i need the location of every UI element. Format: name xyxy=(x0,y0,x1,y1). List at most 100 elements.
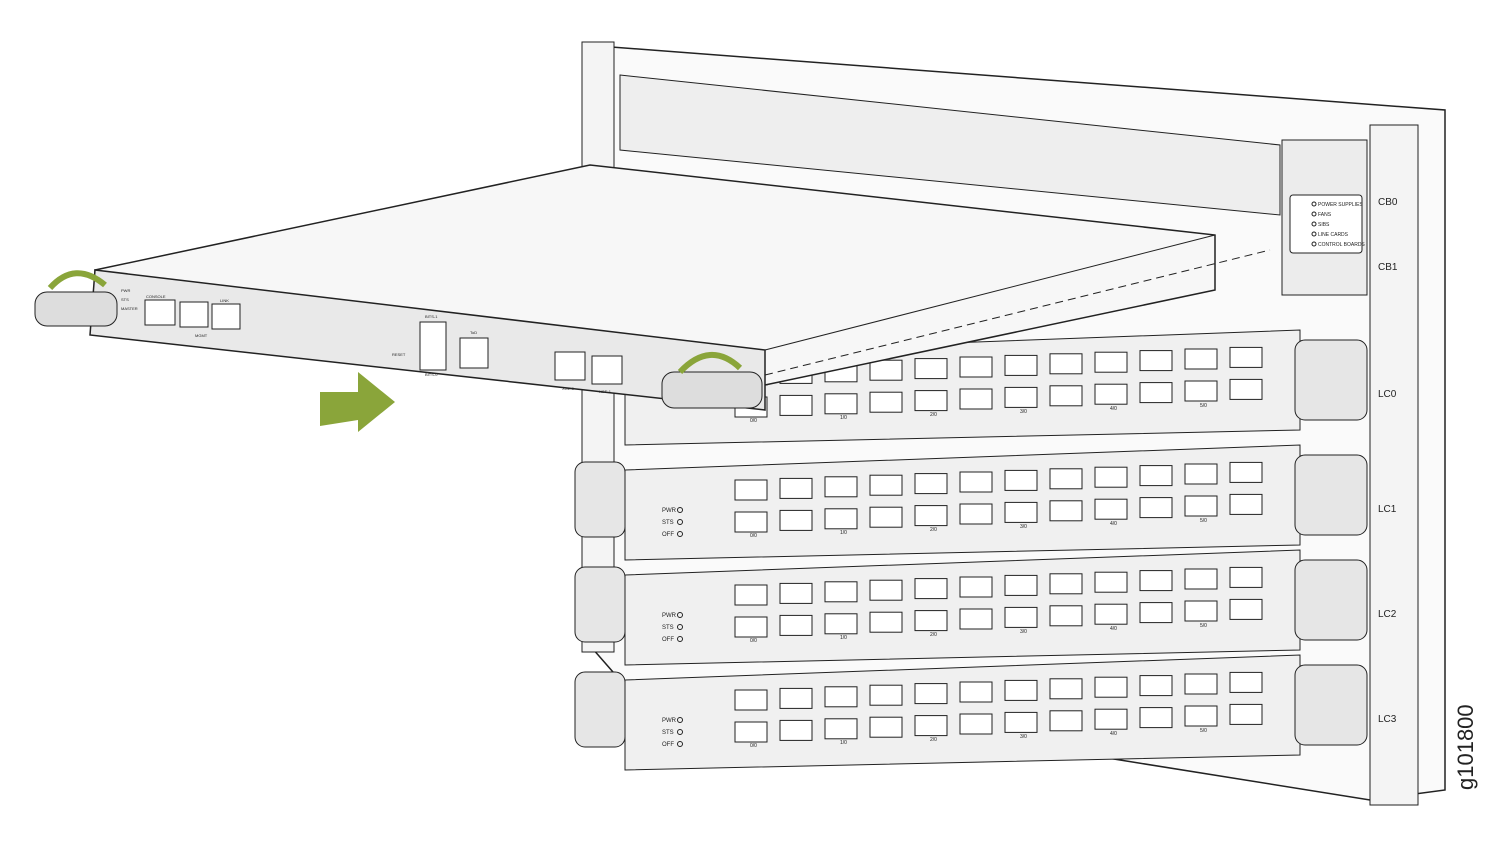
qsfp-port[interactable] xyxy=(779,477,813,499)
qsfp-port[interactable] xyxy=(869,716,903,738)
qsfp-port[interactable] xyxy=(1229,461,1263,483)
line-card-left-handle[interactable] xyxy=(574,461,626,538)
qsfp-port[interactable] xyxy=(959,503,993,525)
qsfp-port[interactable] xyxy=(1094,571,1128,593)
qsfp-port[interactable] xyxy=(914,473,948,495)
qsfp-port[interactable] xyxy=(869,474,903,496)
qsfp-port[interactable] xyxy=(1049,468,1083,490)
qsfp-port[interactable] xyxy=(1184,380,1218,402)
line-card-right-handle[interactable] xyxy=(1294,339,1368,421)
qsfp-port[interactable] xyxy=(734,616,768,638)
qsfp-port[interactable] xyxy=(1229,598,1263,620)
qsfp-port[interactable] xyxy=(1094,351,1128,373)
qsfp-port[interactable] xyxy=(1004,469,1038,491)
qsfp-port[interactable] xyxy=(914,683,948,705)
qsfp-port[interactable] xyxy=(1229,671,1263,693)
qsfp-port[interactable] xyxy=(1094,603,1128,625)
qsfp-port[interactable] xyxy=(1229,378,1263,400)
qsfp-port[interactable] xyxy=(869,611,903,633)
qsfp-port[interactable] xyxy=(959,608,993,630)
qsfp-port[interactable] xyxy=(914,390,948,412)
qsfp-port[interactable] xyxy=(1139,497,1173,519)
qsfp-port[interactable] xyxy=(1094,708,1128,730)
line-card-right-handle[interactable] xyxy=(1294,454,1368,536)
qsfp-port[interactable] xyxy=(824,476,858,498)
qsfp-port[interactable] xyxy=(1229,346,1263,368)
qsfp-port[interactable] xyxy=(824,508,858,530)
qsfp-port[interactable] xyxy=(734,479,768,501)
qsfp-port[interactable] xyxy=(1184,568,1218,590)
qsfp-port[interactable] xyxy=(914,610,948,632)
qsfp-port[interactable] xyxy=(1094,676,1128,698)
qsfp-port[interactable] xyxy=(1004,574,1038,596)
line-card-right-handle[interactable] xyxy=(1294,559,1368,641)
qsfp-port[interactable] xyxy=(1184,495,1218,517)
qsfp-port[interactable] xyxy=(779,394,813,416)
qsfp-port[interactable] xyxy=(1184,705,1218,727)
qsfp-port[interactable] xyxy=(1094,466,1128,488)
qsfp-port[interactable] xyxy=(1139,675,1173,697)
qsfp-port[interactable] xyxy=(779,719,813,741)
qsfp-port[interactable] xyxy=(1049,678,1083,700)
qsfp-port[interactable] xyxy=(1229,703,1263,725)
qsfp-port[interactable] xyxy=(1094,498,1128,520)
qsfp-port[interactable] xyxy=(779,687,813,709)
qsfp-port[interactable] xyxy=(1229,493,1263,515)
qsfp-port[interactable] xyxy=(1004,354,1038,376)
qsfp-port[interactable] xyxy=(1049,500,1083,522)
right-ejector-handle[interactable] xyxy=(661,371,763,409)
qsfp-port[interactable] xyxy=(869,391,903,413)
qsfp-port[interactable] xyxy=(1139,602,1173,624)
qsfp-port[interactable] xyxy=(734,689,768,711)
qsfp-port[interactable] xyxy=(779,614,813,636)
qsfp-port[interactable] xyxy=(1004,386,1038,408)
qsfp-port[interactable] xyxy=(914,358,948,380)
qsfp-port[interactable] xyxy=(824,613,858,635)
qsfp-port[interactable] xyxy=(734,721,768,743)
qsfp-port[interactable] xyxy=(959,471,993,493)
qsfp-port[interactable] xyxy=(959,576,993,598)
qsfp-port[interactable] xyxy=(869,359,903,381)
qsfp-port[interactable] xyxy=(1139,350,1173,372)
qsfp-port[interactable] xyxy=(1139,465,1173,487)
qsfp-port[interactable] xyxy=(1139,707,1173,729)
qsfp-port[interactable] xyxy=(959,356,993,378)
qsfp-port[interactable] xyxy=(959,388,993,410)
qsfp-port[interactable] xyxy=(1184,673,1218,695)
qsfp-port[interactable] xyxy=(914,505,948,527)
qsfp-port[interactable] xyxy=(824,686,858,708)
qsfp-port[interactable] xyxy=(1184,463,1218,485)
qsfp-port[interactable] xyxy=(1004,711,1038,733)
left-ejector-handle[interactable] xyxy=(34,291,118,327)
line-card-left-handle[interactable] xyxy=(574,566,626,643)
qsfp-port[interactable] xyxy=(869,506,903,528)
qsfp-port[interactable] xyxy=(1049,385,1083,407)
line-card-right-handle[interactable] xyxy=(1294,664,1368,746)
qsfp-port[interactable] xyxy=(734,511,768,533)
qsfp-port[interactable] xyxy=(1094,383,1128,405)
qsfp-port[interactable] xyxy=(824,581,858,603)
qsfp-port[interactable] xyxy=(1049,573,1083,595)
qsfp-port[interactable] xyxy=(734,584,768,606)
qsfp-port[interactable] xyxy=(1049,605,1083,627)
qsfp-port[interactable] xyxy=(1004,501,1038,523)
qsfp-port[interactable] xyxy=(914,715,948,737)
qsfp-port[interactable] xyxy=(1004,679,1038,701)
qsfp-port[interactable] xyxy=(1049,710,1083,732)
qsfp-port[interactable] xyxy=(959,713,993,735)
qsfp-port[interactable] xyxy=(1049,353,1083,375)
qsfp-port[interactable] xyxy=(1139,382,1173,404)
qsfp-port[interactable] xyxy=(914,578,948,600)
qsfp-port[interactable] xyxy=(1184,348,1218,370)
qsfp-port[interactable] xyxy=(779,582,813,604)
qsfp-port[interactable] xyxy=(824,393,858,415)
line-card-left-handle[interactable] xyxy=(574,671,626,748)
qsfp-port[interactable] xyxy=(1229,566,1263,588)
qsfp-port[interactable] xyxy=(824,718,858,740)
qsfp-port[interactable] xyxy=(959,681,993,703)
qsfp-port[interactable] xyxy=(1004,606,1038,628)
qsfp-port[interactable] xyxy=(779,509,813,531)
qsfp-port[interactable] xyxy=(869,684,903,706)
qsfp-port[interactable] xyxy=(1184,600,1218,622)
qsfp-port[interactable] xyxy=(1139,570,1173,592)
